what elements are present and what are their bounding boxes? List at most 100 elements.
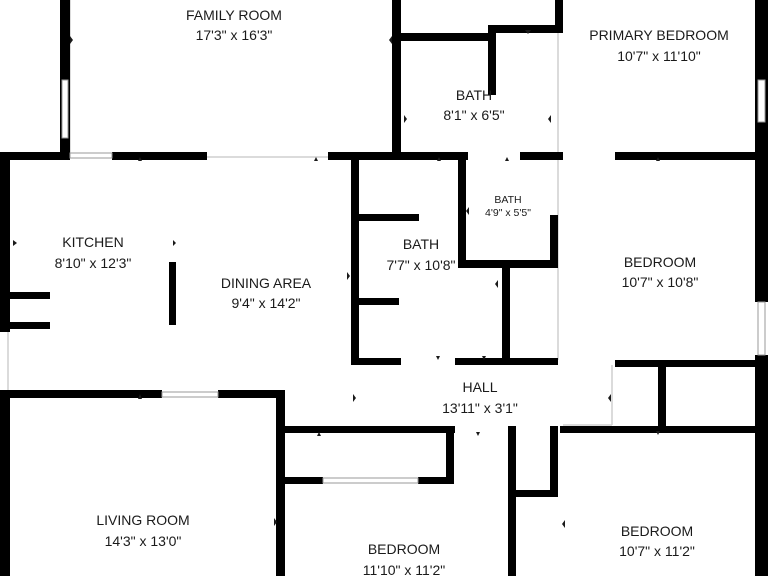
wall xyxy=(502,260,510,365)
marker-icon xyxy=(13,240,17,246)
wall xyxy=(392,0,401,160)
marker-icon xyxy=(656,431,660,435)
wall xyxy=(0,152,10,332)
marker-icon xyxy=(608,394,611,402)
marker-icon xyxy=(482,356,486,360)
room-name: BATH xyxy=(403,236,439,252)
wall xyxy=(276,390,285,576)
wall xyxy=(488,25,563,33)
wall xyxy=(550,215,558,268)
room-dims: 10'7" x 10'8" xyxy=(622,274,699,290)
wall xyxy=(560,426,612,433)
room-dims: 7'7" x 10'8" xyxy=(387,257,456,273)
room-dims: 4'9" x 5'5" xyxy=(485,207,531,219)
wall xyxy=(446,426,454,484)
marker-icon xyxy=(437,157,441,161)
wall xyxy=(615,152,768,160)
wall xyxy=(418,477,454,484)
marker-icon xyxy=(656,157,660,161)
wall xyxy=(615,360,768,367)
room-dims: 11'10" x 11'2" xyxy=(363,562,446,576)
wall xyxy=(218,390,285,398)
room-name: DINING AREA xyxy=(221,275,312,291)
room-name: BATH xyxy=(456,87,492,103)
wall xyxy=(285,477,323,484)
room-name: HALL xyxy=(462,379,497,395)
marker-icon xyxy=(562,520,565,528)
kitchen-island xyxy=(169,262,176,325)
window xyxy=(322,477,419,484)
marker-icon xyxy=(476,432,480,436)
marker-icon xyxy=(274,518,277,526)
dimension-markers xyxy=(13,30,660,528)
wall xyxy=(0,390,10,576)
room-labels: FAMILY ROOM 17'3" x 16'3" PRIMARY BEDROO… xyxy=(55,7,729,576)
windows xyxy=(61,79,766,484)
wall xyxy=(359,298,399,305)
window xyxy=(757,301,766,356)
room-dims: 14'3" x 13'0" xyxy=(105,533,182,549)
room-name: BEDROOM xyxy=(368,541,440,557)
room-dims: 9'4" x 14'2" xyxy=(232,295,301,311)
room-name: FAMILY ROOM xyxy=(186,7,282,23)
wall xyxy=(755,0,768,155)
wall xyxy=(0,152,70,160)
room-dims: 10'7" x 11'10" xyxy=(617,48,701,64)
wall xyxy=(0,390,162,398)
wall xyxy=(520,152,563,160)
wall xyxy=(60,0,70,155)
room-dims: 13'11" x 3'1" xyxy=(442,400,518,416)
wall xyxy=(112,152,207,160)
room-name: BEDROOM xyxy=(621,523,693,539)
room-name: PRIMARY BEDROOM xyxy=(589,27,729,43)
marker-icon xyxy=(317,432,321,436)
room-dims: 10'7" x 11'2" xyxy=(619,543,695,559)
wall xyxy=(0,322,50,329)
marker-icon xyxy=(466,207,469,215)
room-name: LIVING ROOM xyxy=(96,512,189,528)
wall xyxy=(285,426,455,433)
marker-icon xyxy=(389,36,392,44)
wall xyxy=(0,292,50,299)
wall xyxy=(351,358,401,365)
room-dims: 8'1" x 6'5" xyxy=(443,107,504,123)
wall xyxy=(351,152,359,365)
wall xyxy=(328,152,468,160)
room-name: BEDROOM xyxy=(624,254,696,270)
window xyxy=(61,79,69,139)
wall xyxy=(488,25,496,95)
wall xyxy=(755,152,768,302)
wall xyxy=(392,33,492,41)
marker-icon xyxy=(314,157,318,161)
wall xyxy=(555,0,563,26)
window xyxy=(757,79,766,123)
room-name: BATH xyxy=(494,194,521,206)
marker-icon xyxy=(353,394,356,402)
wall xyxy=(516,490,558,497)
marker-icon xyxy=(525,30,531,34)
marker-icon xyxy=(436,356,440,360)
wall xyxy=(658,360,666,430)
wall xyxy=(458,152,466,267)
wall xyxy=(508,426,516,576)
room-name: KITCHEN xyxy=(62,234,123,250)
wall xyxy=(612,426,768,433)
wall xyxy=(755,355,768,576)
marker-icon xyxy=(138,394,142,399)
wall xyxy=(359,214,419,221)
marker-icon xyxy=(70,36,73,44)
marker-icon xyxy=(505,157,509,161)
window xyxy=(69,152,113,159)
marker-icon xyxy=(548,115,551,123)
marker-icon xyxy=(404,115,407,123)
room-dims: 8'10" x 12'3" xyxy=(55,255,132,271)
marker-icon xyxy=(495,280,498,288)
window xyxy=(161,391,219,398)
marker-icon xyxy=(347,272,350,280)
room-dims: 17'3" x 16'3" xyxy=(196,27,273,43)
marker-icon xyxy=(138,157,142,161)
marker-icon xyxy=(173,240,176,246)
wall xyxy=(550,426,558,496)
